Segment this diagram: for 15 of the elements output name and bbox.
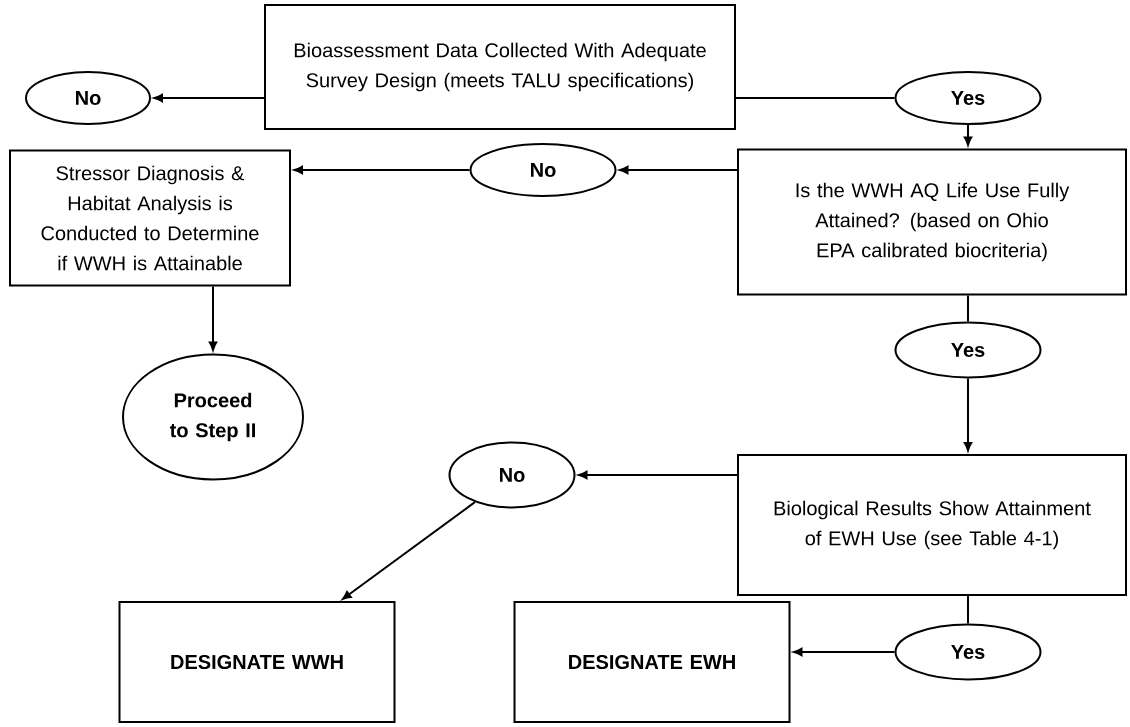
process-box: DESIGNATE WWH (118, 601, 396, 723)
process-box: Bioassessment Data Collected With Adequate Survey Design (meets TALU specifications) (264, 4, 736, 130)
process-box: Is the WWH AQ Life Use Fully Attained? (based on Ohio EPA calibrated biocriteria) (737, 148, 1127, 296)
process-box: Biological Results Show Attainment of EWH Use (see Table 4-1) (737, 454, 1127, 596)
arrow (963, 377, 973, 452)
arrow (619, 165, 738, 175)
process-box: DESIGNATE EWH (513, 601, 791, 723)
arrow (963, 124, 973, 146)
process-box: Stressor Diagnosis & Habitat Analysis is Conducted to Determine if WWH is Attainable (9, 149, 291, 287)
arrow (342, 501, 476, 600)
arrow (578, 470, 738, 480)
arrow (793, 647, 896, 657)
arrow (293, 165, 471, 175)
arrow (153, 93, 265, 103)
arrow (208, 285, 218, 351)
